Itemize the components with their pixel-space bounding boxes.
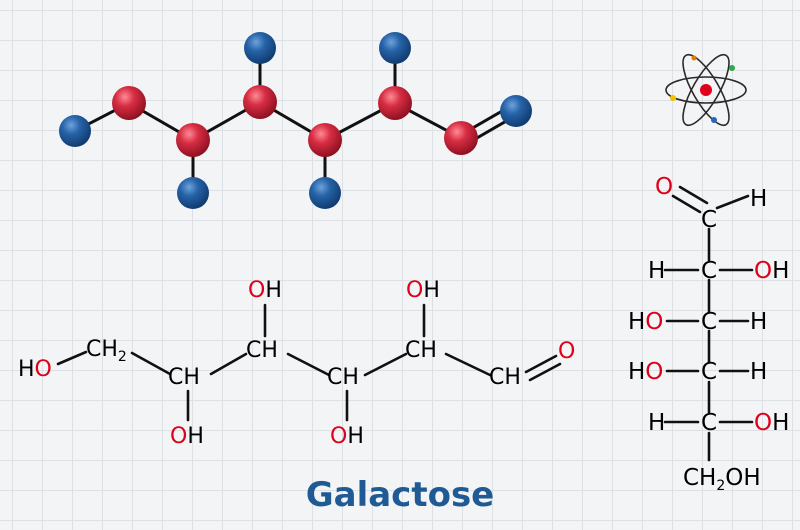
ho-label: HO: [18, 357, 52, 382]
atom-ball-blue: [309, 177, 341, 209]
fischer-projection: O H C H C OH HO C H HO C H H C OH CH2OH: [628, 174, 789, 494]
model-bonds: [73, 46, 517, 195]
atom-ball-blue: [379, 32, 411, 64]
oh-label: OH: [406, 278, 440, 303]
atom-ball-red: [444, 121, 478, 155]
fischer-ho-label: HO: [628, 309, 663, 335]
atom-ball-red: [243, 85, 277, 119]
atom-ball-blue: [244, 32, 276, 64]
atom-ball-blue: [59, 115, 91, 147]
fischer-ch2oh-label: CH2OH: [683, 465, 761, 494]
aldehyde-oxygen-label: O: [558, 339, 575, 364]
fischer-oh-label: OH: [754, 258, 789, 284]
ch-label: CH: [405, 338, 437, 363]
ch-label: CH: [246, 338, 278, 363]
fischer-oh-label: OH: [754, 410, 789, 436]
fischer-bonds: [663, 185, 754, 462]
fischer-c-label: C: [701, 359, 717, 385]
model-atoms: [59, 32, 532, 209]
skeletal-formula: HO CH2 CH CH CH CH CH OH OH OH OH O: [18, 278, 575, 449]
oh-label: OH: [170, 424, 204, 449]
fischer-h-label: H: [750, 359, 767, 385]
atom-ball-red: [308, 123, 342, 157]
fischer-c-label: C: [701, 207, 717, 233]
atom-ball-blue: [177, 177, 209, 209]
atom-ball-red: [112, 86, 146, 120]
fischer-c-label: C: [701, 410, 717, 436]
ball-and-stick-model: [59, 32, 532, 209]
ch-label: CH: [168, 365, 200, 390]
fischer-c-label: C: [701, 309, 717, 335]
ch2-label: CH2: [86, 337, 127, 365]
ch-label: CH: [327, 365, 359, 390]
oh-label: OH: [248, 278, 282, 303]
fischer-h-label: H: [648, 410, 665, 436]
fischer-o-label: O: [655, 174, 673, 200]
fischer-c-label: C: [701, 258, 717, 284]
atom-ball-red: [378, 86, 412, 120]
ch-label: CH: [489, 365, 521, 390]
fischer-h-label: H: [750, 309, 767, 335]
atom-ball-blue: [500, 95, 532, 127]
diagram-title: Galactose: [306, 475, 495, 515]
atom-ball-red: [176, 123, 210, 157]
skeletal-bonds: [56, 303, 562, 422]
fischer-h-label: H: [750, 186, 767, 212]
fischer-h-label: H: [648, 258, 665, 284]
oh-label: OH: [330, 424, 364, 449]
fischer-ho-label: HO: [628, 359, 663, 385]
atom-icon: [665, 53, 747, 127]
